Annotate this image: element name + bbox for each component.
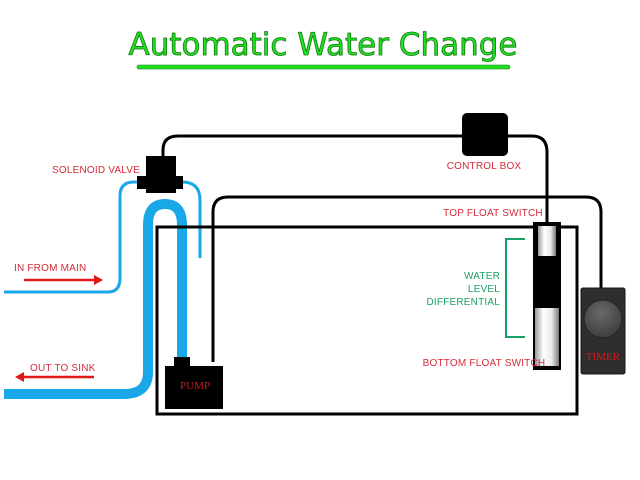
inlet-pipe-tank-section: [181, 180, 202, 258]
bottom-float-switch-label: BOTTOM FLOAT SWITCH: [423, 358, 546, 369]
control-box: [462, 113, 508, 156]
right-arrow-icon: [94, 275, 103, 285]
water-level-label-line1: WATER: [464, 271, 500, 282]
diagram-title: Automatic Water Change: [128, 27, 517, 63]
inlet-pipe: [4, 180, 140, 294]
aquarium-tank: [155, 225, 579, 416]
bottom-float: [535, 308, 559, 366]
top-float-switch-label: TOP FLOAT SWITCH: [443, 208, 543, 219]
water-level-label-line2: LEVEL: [468, 284, 500, 295]
pump: [165, 366, 223, 409]
out-to-sink-label: OUT TO SINK: [30, 363, 96, 374]
wire-control-to-solenoid: [161, 134, 465, 160]
timer-knob: [583, 299, 623, 339]
solenoid-valve-label: SOLENOID VALVE: [52, 165, 140, 176]
in-from-main-label: IN FROM MAIN: [14, 263, 86, 274]
solenoid-valve: [146, 156, 176, 193]
wire-control-to-float-switch: [505, 134, 549, 226]
outlet-pipe: [4, 198, 187, 399]
title-underline: [136, 64, 511, 70]
left-arrow-icon: [15, 372, 24, 382]
water-level-label-line3: DIFFERENTIAL: [426, 297, 500, 308]
wire-pump-to-timer: [211, 195, 603, 362]
water-level-bracket: [505, 238, 525, 338]
pump-nozzle: [174, 357, 190, 367]
top-float: [538, 226, 556, 256]
pump-label: PUMP: [180, 380, 210, 392]
timer-label: TIMER: [586, 351, 621, 363]
control-box-label: CONTROL BOX: [447, 161, 522, 172]
